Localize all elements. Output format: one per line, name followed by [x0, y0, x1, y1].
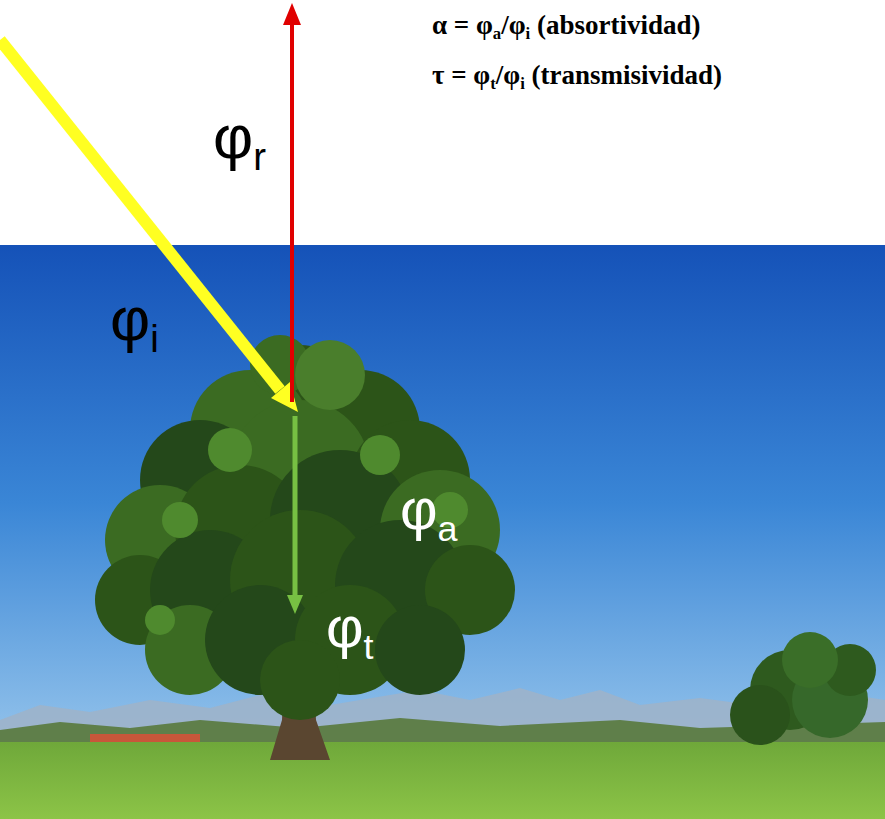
flux-label: φa [400, 480, 458, 538]
tree [95, 335, 515, 760]
formula-text: τ = φt/φi (transmisividad) [432, 62, 722, 89]
sky [0, 245, 885, 819]
flux-label: φt [326, 598, 374, 656]
flux-label: φr [213, 106, 266, 168]
formula-text: α = φa/φi (absortividad) [432, 12, 700, 39]
transmitted-arrow [287, 416, 303, 614]
incident-arrow [0, 40, 298, 412]
flux-label: φi [110, 288, 159, 350]
reflected-arrow [283, 3, 301, 402]
small-tree [730, 632, 876, 745]
meadow [0, 742, 885, 819]
